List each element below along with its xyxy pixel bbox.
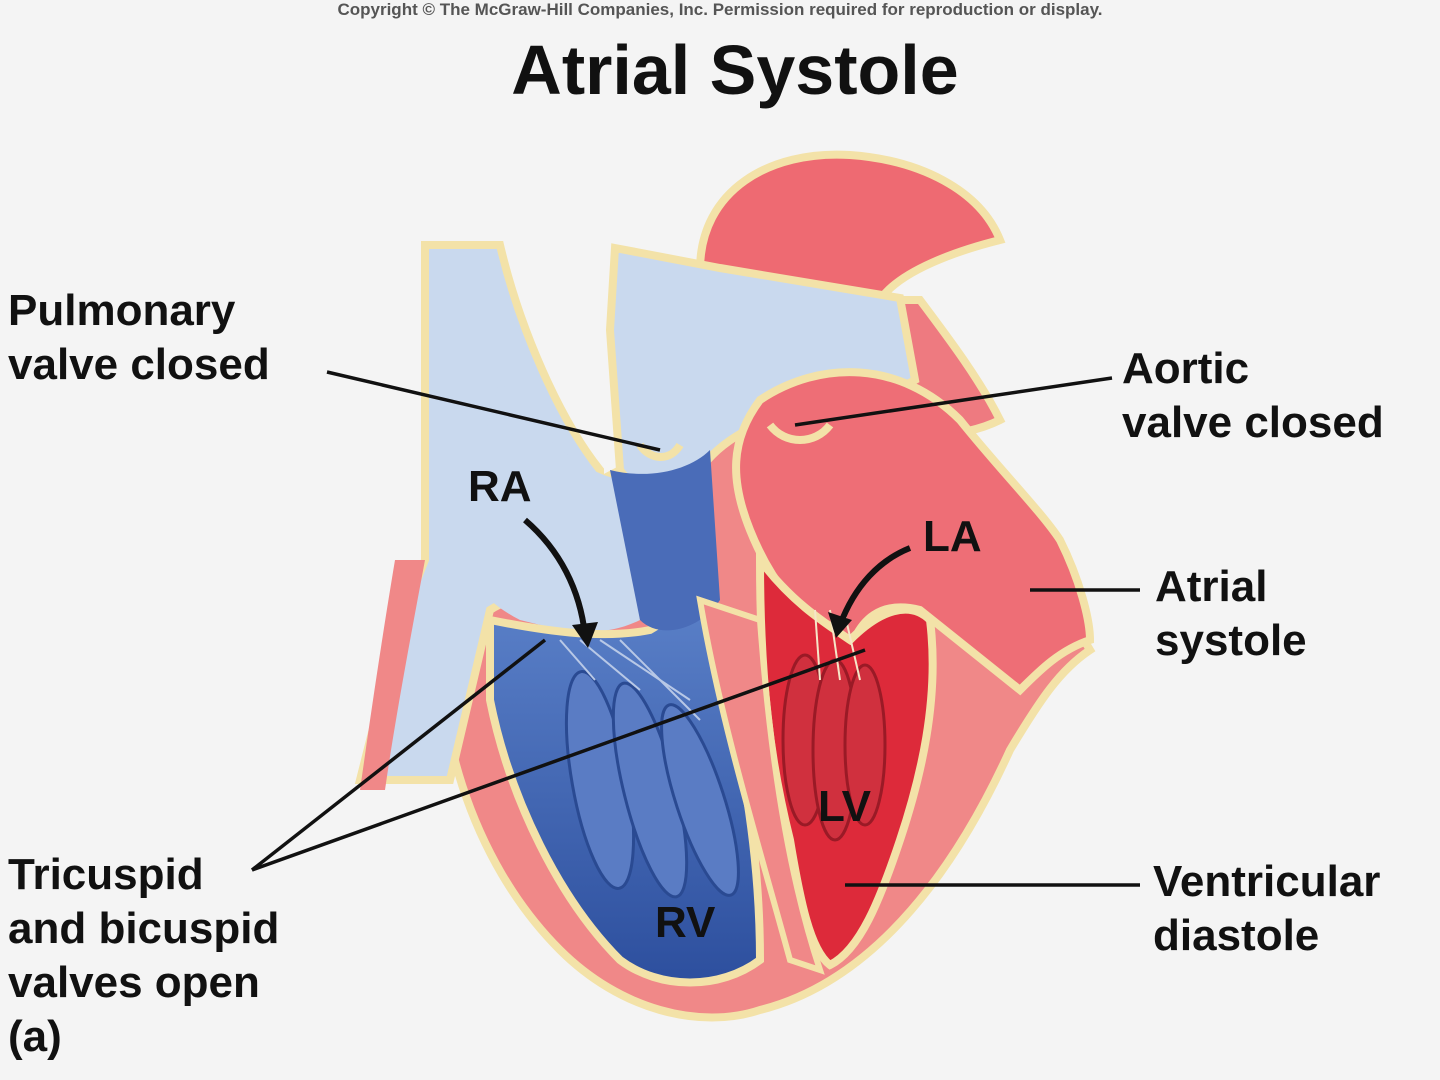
label-line: Aortic — [1122, 344, 1250, 393]
la-arrowhead — [828, 612, 852, 638]
left-atrium — [732, 368, 1095, 696]
label-aortic-valve: Aortic valve closed — [1122, 342, 1384, 450]
bicuspid-pointer — [251, 648, 866, 872]
vena-cava-wall — [360, 560, 425, 790]
chamber-lv: LV — [818, 782, 871, 831]
chamber-ra: RA — [468, 462, 532, 511]
ra-arrow — [523, 517, 588, 636]
label-line: valve closed — [1122, 398, 1384, 447]
interventricular-septum — [696, 595, 825, 975]
pulmonary-pointer — [326, 370, 661, 452]
label-line: valves open — [8, 958, 260, 1007]
tricuspid-chordae — [559, 639, 701, 721]
ra-arrowhead — [572, 622, 598, 648]
label-pulmonary-valve: Pulmonary valve closed — [8, 284, 270, 392]
right-outflow — [610, 450, 720, 631]
pulmonary-valve — [636, 442, 684, 461]
panel-label: (a) — [8, 1012, 62, 1061]
label-line: Pulmonary — [8, 286, 236, 335]
aorta — [695, 150, 1006, 304]
flow-arrows — [523, 517, 912, 636]
label-line: and bicuspid — [8, 904, 280, 953]
chamber-rv: RV — [655, 898, 716, 947]
label-line: Atrial — [1155, 562, 1268, 611]
label-atrial-systole: Atrial systole — [1155, 560, 1307, 668]
label-line: systole — [1155, 616, 1307, 665]
label-line: valve closed — [8, 340, 270, 389]
label-av-valves: Tricuspid and bicuspid valves open (a) — [8, 848, 279, 1064]
tricuspid-leaflets — [564, 670, 740, 899]
tricuspid-pointer — [250, 638, 547, 872]
diagram-title: Atrial Systole — [511, 31, 959, 109]
label-line: Tricuspid — [8, 850, 204, 899]
aortic-valve — [766, 422, 834, 444]
aortic-pointer — [794, 376, 1113, 427]
la-arrow — [837, 545, 912, 627]
chamber-la: LA — [923, 512, 982, 561]
label-ventricular-diastole: Ventricular diastole — [1153, 855, 1380, 963]
label-line: Ventricular — [1153, 857, 1381, 906]
label-line: diastole — [1153, 911, 1320, 960]
right-atrium — [476, 380, 640, 632]
copyright-notice: Copyright © The McGraw-Hill Companies, I… — [337, 0, 1103, 19]
pointer-lines — [250, 370, 1140, 887]
